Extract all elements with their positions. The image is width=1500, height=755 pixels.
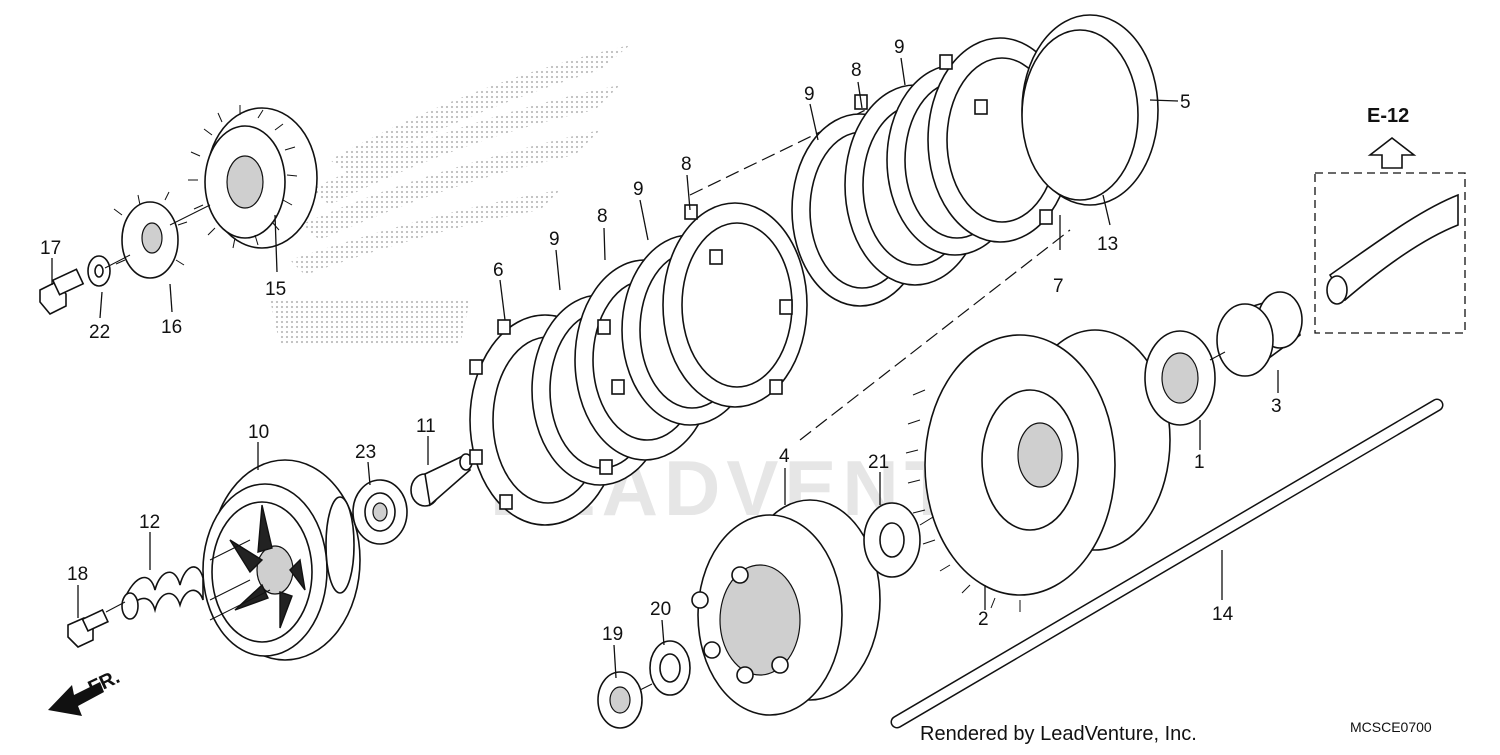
drive-sprocket-16 [113, 191, 188, 279]
callout-19: 19 [602, 624, 623, 645]
callout-8c: 8 [851, 60, 862, 81]
bolt-18 [67, 608, 109, 648]
callout-1: 1 [1194, 452, 1205, 473]
callout-22: 22 [89, 322, 110, 343]
washer-22 [87, 255, 111, 287]
thrust-washer-21 [863, 502, 921, 578]
reference-box-e12 [1314, 136, 1466, 334]
oil-pump-drive-gear-1 [1144, 330, 1216, 426]
brand-wing-logo [270, 45, 630, 345]
callout-numbers: 1 2 3 4 5 6 7 8 8 8 9 9 9 9 10 11 12 13 … [40, 37, 1282, 645]
diagram-code: MCSCE0700 [1350, 719, 1432, 735]
callout-4: 4 [779, 446, 790, 467]
callout-16: 16 [161, 317, 182, 338]
bolt-17 [39, 268, 85, 315]
callout-8b: 8 [681, 154, 692, 175]
callout-3: 3 [1271, 396, 1282, 417]
callout-21: 21 [868, 452, 889, 473]
lock-nut-19 [597, 671, 643, 729]
callout-7: 7 [1053, 276, 1064, 297]
bearing-23 [352, 479, 408, 545]
callout-17: 17 [40, 238, 61, 259]
callout-9b: 9 [633, 179, 644, 200]
lock-washer-20 [649, 640, 691, 696]
clutch-outer-2 [905, 329, 1171, 612]
lifter-pin-11 [410, 453, 473, 507]
callout-9d: 9 [894, 37, 905, 58]
callout-13: 13 [1097, 234, 1118, 255]
front-direction-arrow [48, 682, 104, 716]
clutch-center-4 [691, 499, 881, 716]
primary-drive-gear-15 [188, 105, 318, 249]
leader-lines [51, 57, 1279, 679]
callout-15: 15 [265, 279, 286, 300]
reference-label: E-12 [1367, 105, 1409, 127]
callout-2: 2 [978, 609, 989, 630]
friction-tabs [469, 54, 1063, 510]
callout-23: 23 [355, 442, 376, 463]
callout-9a: 9 [549, 229, 560, 250]
callout-14: 14 [1212, 604, 1234, 625]
callout-5: 5 [1180, 92, 1191, 113]
collar-3 [1216, 291, 1303, 377]
callout-12: 12 [139, 512, 160, 533]
pressure-plate-10 [202, 459, 361, 661]
callout-20: 20 [650, 599, 671, 620]
callout-18: 18 [67, 564, 88, 585]
credit-text: Rendered by LeadVenture, Inc. [920, 723, 1197, 745]
mainshaft-rod [890, 398, 1444, 729]
callout-9c: 9 [804, 84, 815, 105]
callout-10: 10 [248, 422, 269, 443]
callout-8a: 8 [597, 206, 608, 227]
clutch-spring-12 [121, 566, 204, 620]
callout-11: 11 [416, 416, 436, 437]
callout-6: 6 [493, 260, 504, 281]
judder-spring-5 [1021, 14, 1159, 206]
